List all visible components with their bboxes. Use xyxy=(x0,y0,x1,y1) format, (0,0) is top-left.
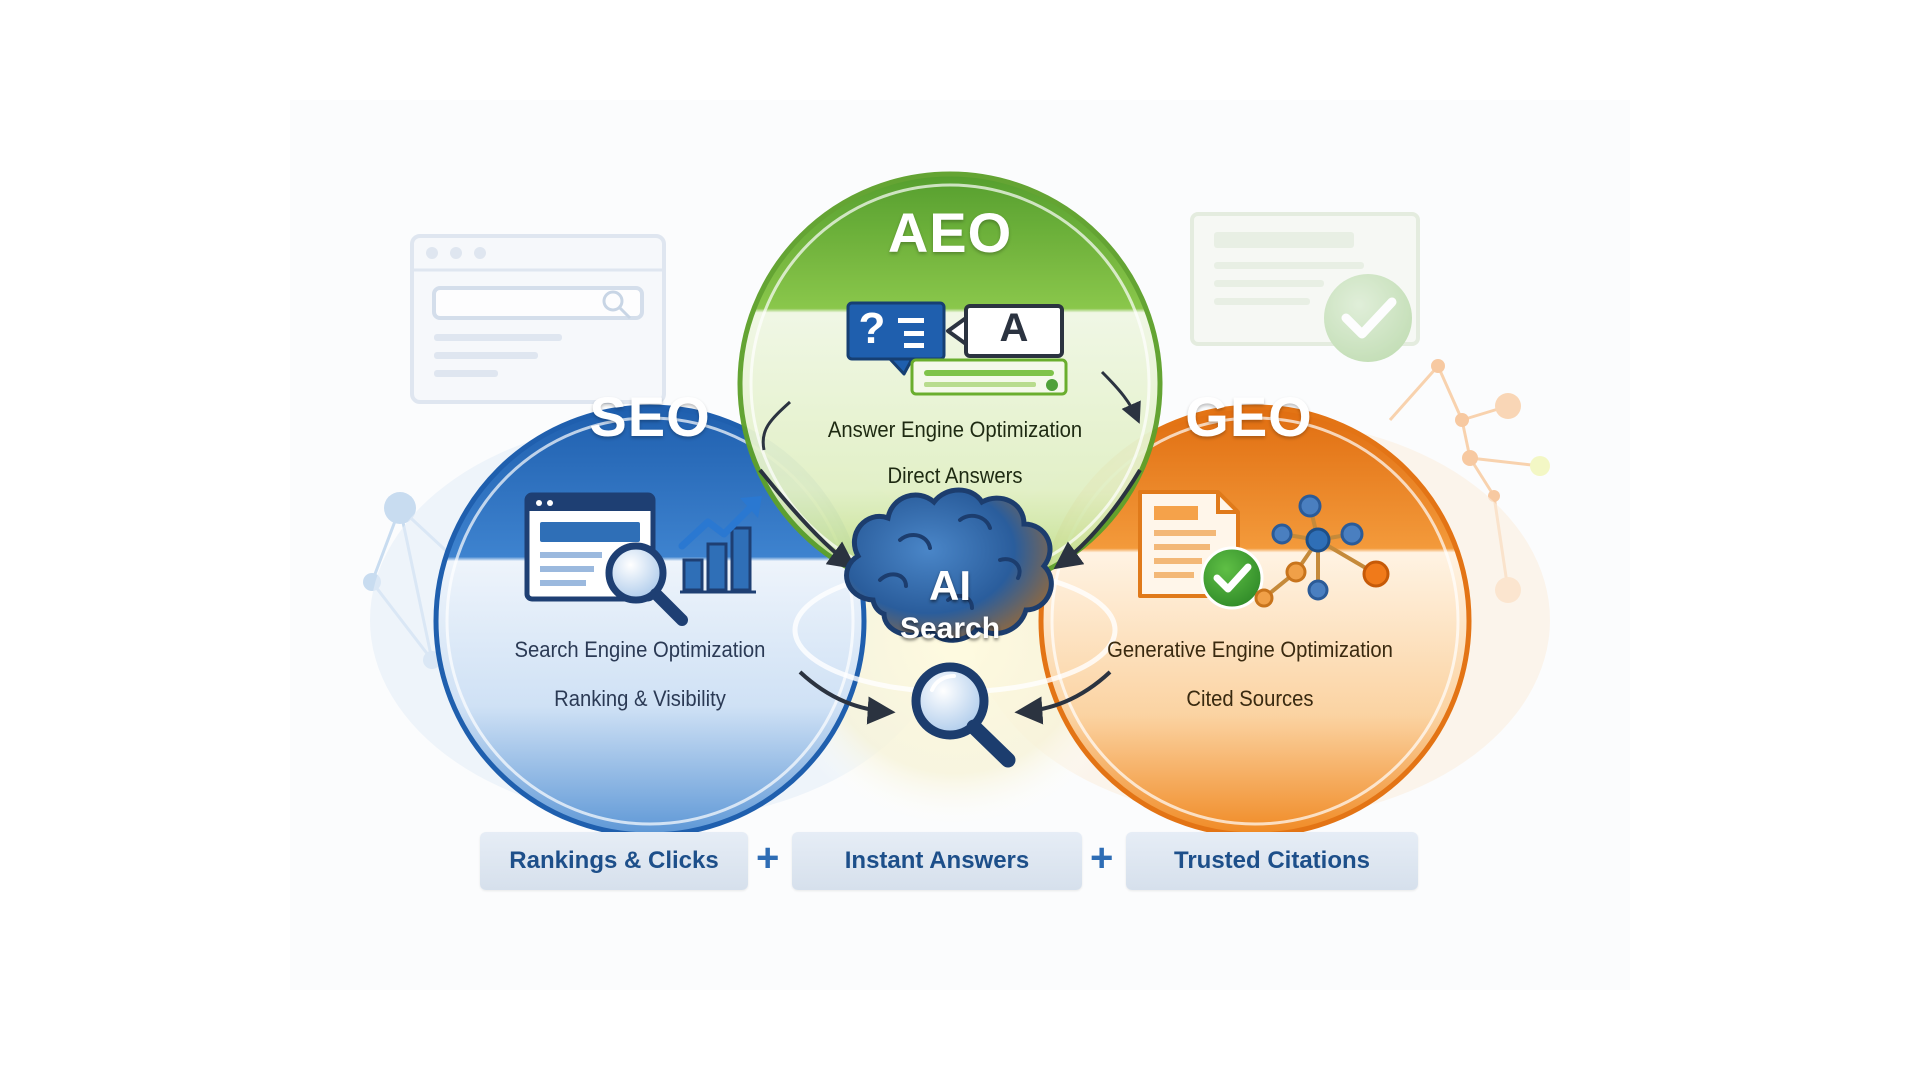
brain-icon xyxy=(844,487,1054,643)
outcome-pill-rankings: Rankings & Clicks xyxy=(480,832,748,890)
document-check-faint xyxy=(1190,212,1420,362)
plus-separator: + xyxy=(756,836,780,880)
question-mark: ? xyxy=(858,304,886,353)
aeo-benefit: Direct Answers xyxy=(887,463,1023,488)
seo-title: SEO xyxy=(589,385,711,448)
geo-title: GEO xyxy=(1185,385,1313,448)
outcome-pill-citations: Trusted Citations xyxy=(1126,832,1418,890)
seo-name: Search Engine Optimization xyxy=(514,637,766,662)
outcome-pill-answers: Instant Answers xyxy=(792,832,1082,890)
check-circle-icon xyxy=(1200,546,1264,610)
geo-name: Generative Engine Optimization xyxy=(1107,637,1393,662)
center-label-search: Search xyxy=(899,612,1001,645)
magnifier-icon xyxy=(605,542,688,626)
browser-search-icon xyxy=(410,234,666,404)
plus-separator: + xyxy=(1090,836,1114,880)
answer-letter: A xyxy=(999,306,1029,350)
seo-benefit: Ranking & Visibility xyxy=(554,686,726,711)
center-magnifier-icon xyxy=(911,662,1016,768)
geo-benefit: Cited Sources xyxy=(1186,686,1314,711)
aeo-name: Answer Engine Optimization xyxy=(827,417,1083,442)
question-answer-icon xyxy=(846,301,1068,396)
aeo-title: AEO xyxy=(887,201,1013,264)
growth-chart-icon xyxy=(678,496,762,594)
network-graph-icon xyxy=(1254,494,1390,608)
center-label-ai: AI xyxy=(929,562,971,609)
